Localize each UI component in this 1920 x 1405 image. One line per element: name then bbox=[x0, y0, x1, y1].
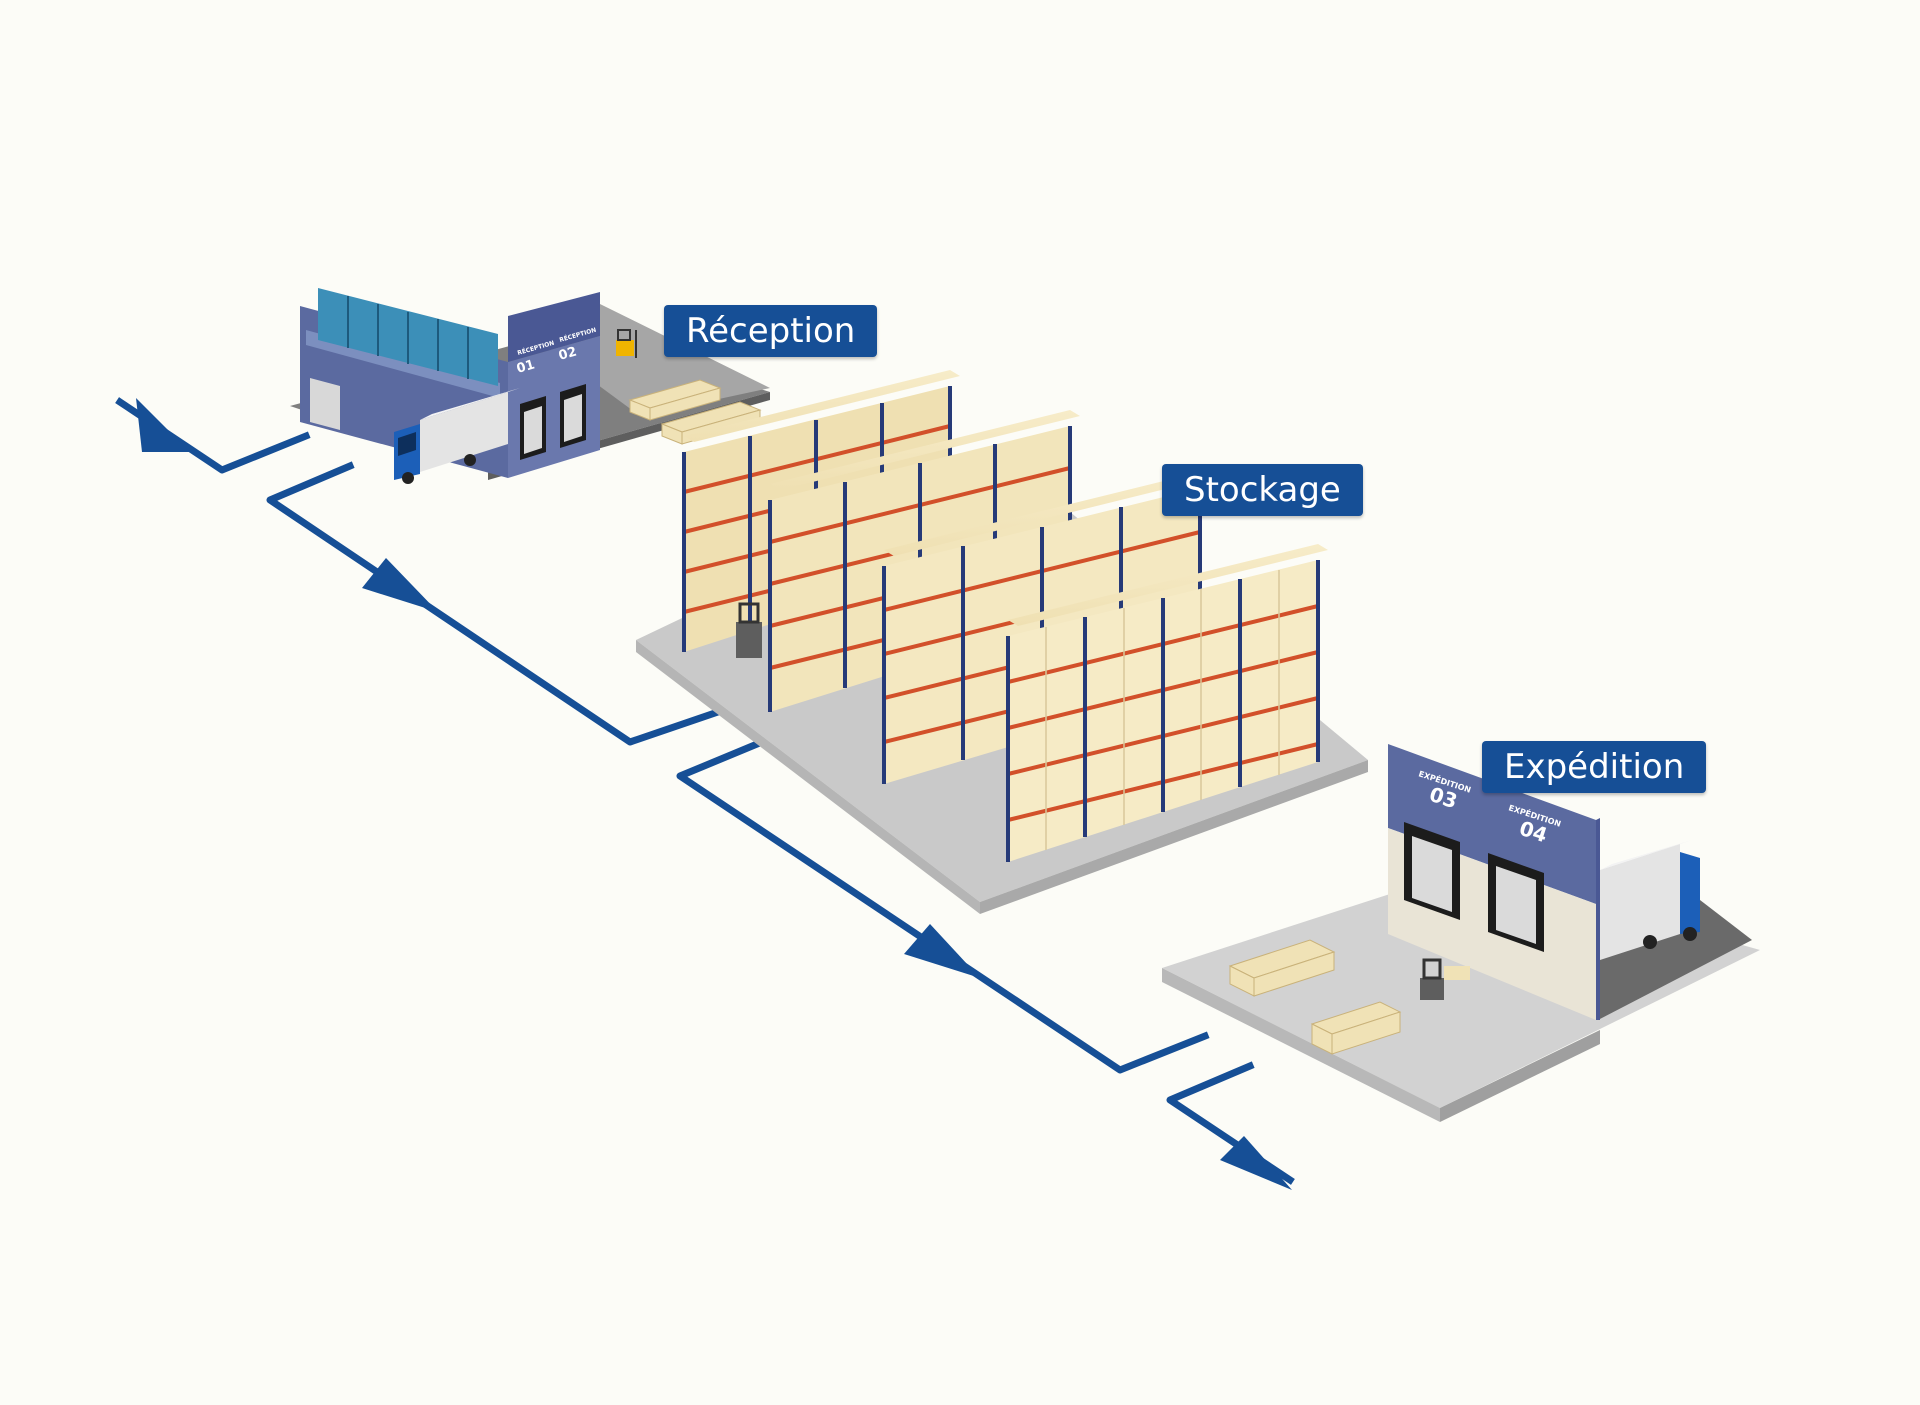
reception-label: Réception bbox=[664, 305, 878, 357]
shipping-truck-cab bbox=[1680, 852, 1700, 934]
storage-rack-4 bbox=[1006, 544, 1328, 862]
shipping-truck bbox=[1600, 840, 1700, 960]
flow-arrowhead-3 bbox=[904, 924, 980, 978]
shipping-area: EXPÉDITION 03 EXPÉDITION 04 bbox=[1162, 744, 1760, 1122]
shipping-forklift bbox=[1420, 958, 1470, 1000]
flow-arrowhead-1 bbox=[136, 398, 190, 452]
flow-segment-to-storage bbox=[266, 461, 723, 746]
storage-forklift bbox=[736, 602, 762, 658]
shipping-pallets bbox=[1228, 939, 1402, 1055]
reception-truck bbox=[394, 388, 520, 484]
reception-dock-01-number: 01 bbox=[515, 357, 537, 376]
flow-arrowhead-4 bbox=[1220, 1136, 1292, 1190]
reception-forklift bbox=[616, 329, 637, 358]
flow-arrowheads bbox=[136, 398, 1292, 1190]
reception-side-door bbox=[310, 378, 340, 430]
reception-area: RÉCEPTION 01 RÉCEPTION 02 bbox=[290, 288, 770, 484]
reception-dock-02-number: 02 bbox=[557, 344, 579, 363]
storage-area bbox=[636, 370, 1368, 914]
flow-segment-to-shipping bbox=[676, 737, 1210, 1074]
stockage-label: Stockage bbox=[1162, 464, 1363, 516]
shipping-building-upper bbox=[1388, 744, 1596, 904]
expedition-label: Expédition bbox=[1482, 741, 1707, 793]
flow-arrowhead-2 bbox=[362, 558, 438, 612]
